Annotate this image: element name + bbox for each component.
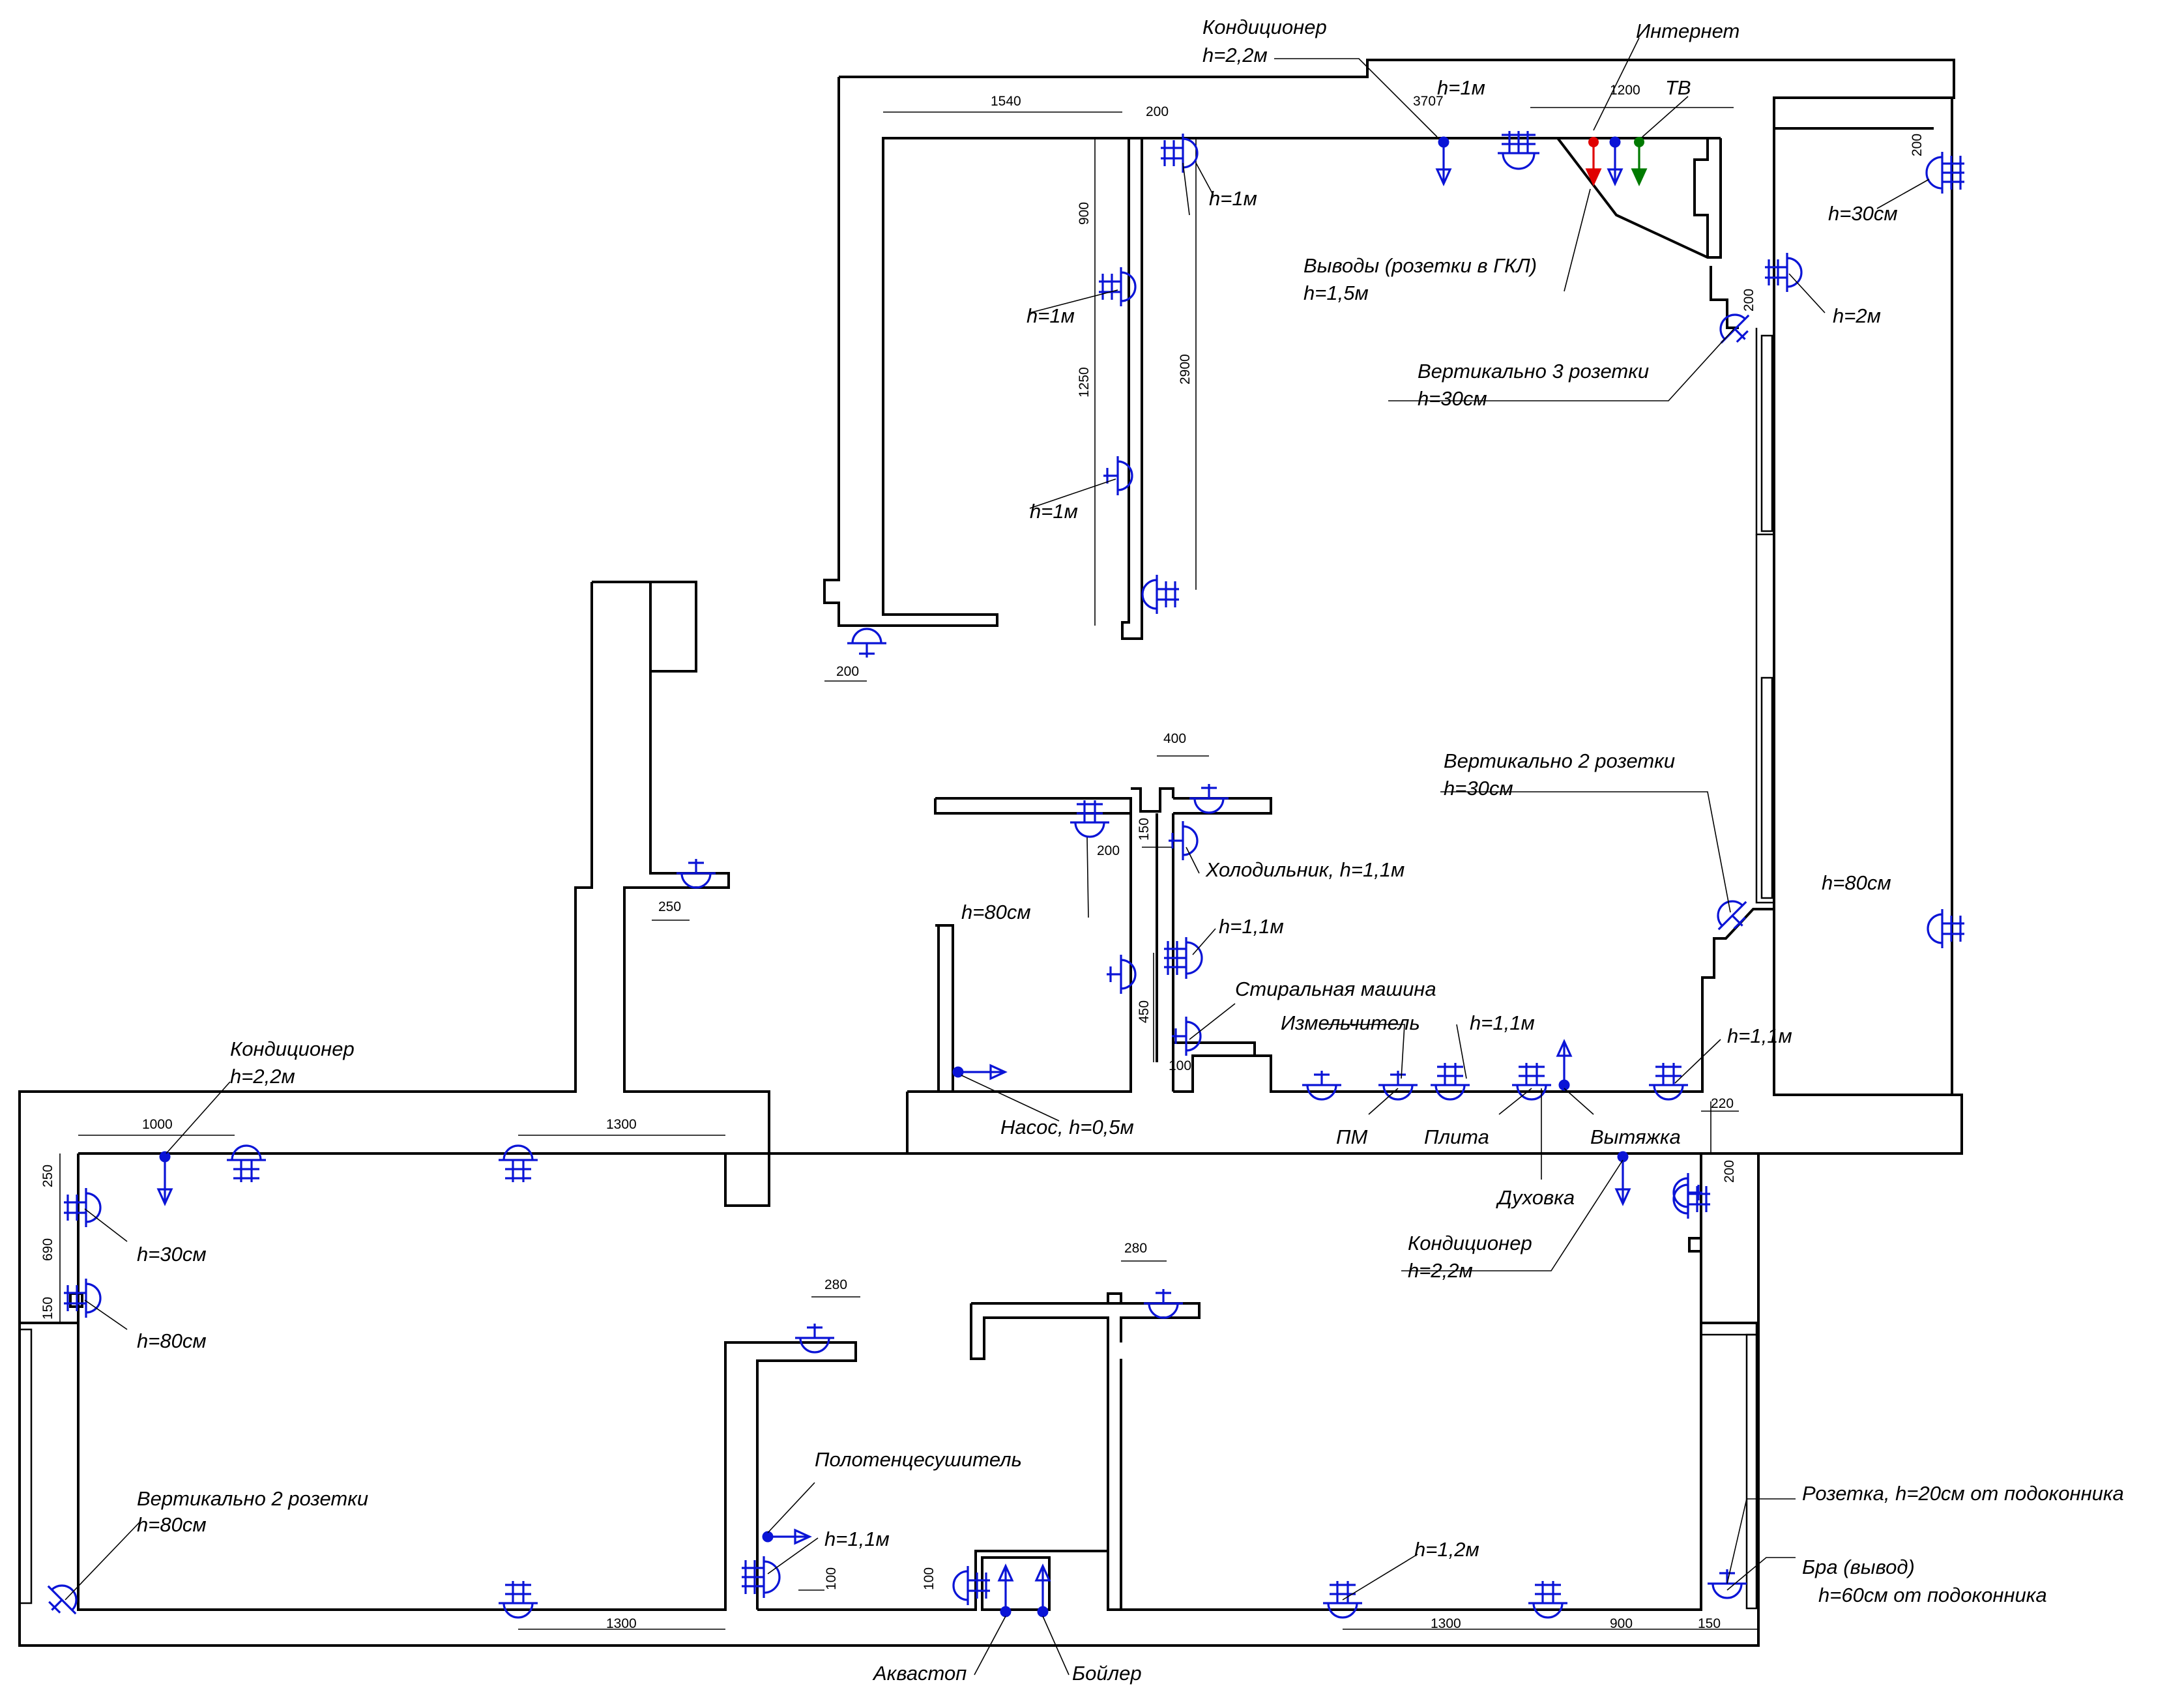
dim-1250: 1250 <box>1077 367 1092 398</box>
ac-left-height: h=2,2м <box>230 1065 295 1088</box>
ac-top-label: Кондиционер <box>1202 16 1327 38</box>
hood-label: Вытяжка <box>1590 1125 1681 1148</box>
vert3-label: Вертикально 3 розетки <box>1418 360 1649 383</box>
washer-label: Стиральная машина <box>1235 978 1436 1000</box>
stove-label: Плита <box>1424 1125 1489 1148</box>
dim-1300-b: 1300 <box>606 1616 637 1631</box>
dim-450: 450 <box>1137 1000 1152 1023</box>
dim-690: 690 <box>40 1238 55 1261</box>
socket-sill-label: Розетка, h=20см от подоконника <box>1802 1482 2124 1505</box>
h30-left: h=30см <box>137 1243 207 1266</box>
dim-900-b: 900 <box>1610 1616 1633 1631</box>
leader-lines <box>65 37 1930 1675</box>
walls <box>18 59 1963 1647</box>
dim-1300-a: 1300 <box>606 1117 637 1132</box>
h80-left: h=80см <box>137 1329 207 1352</box>
h1m-a: h=1м <box>1209 187 1257 210</box>
annotation-labels: Кондиционер h=2,2м Интернет ТВ h=1м h=1м… <box>137 16 2124 1685</box>
fridge-label: Холодильник, h=1,1м <box>1205 858 1405 881</box>
ac-right-height: h=2,2м <box>1408 1259 1473 1282</box>
internet-label: Интернет <box>1636 20 1740 42</box>
dim-1000: 1000 <box>142 1117 173 1132</box>
dim-200-c: 200 <box>1741 289 1756 312</box>
vert2-left-height: h=80см <box>137 1513 207 1536</box>
towel-label: Полотенцесушитель <box>815 1448 1022 1471</box>
h30-right: h=30см <box>1828 202 1898 225</box>
sconce-label: Бра (вывод) <box>1802 1556 1915 1578</box>
dim-220: 220 <box>1711 1096 1734 1111</box>
vert3-height: h=30см <box>1418 387 1487 410</box>
dim-200-d: 200 <box>836 664 859 679</box>
h1m-c: h=1м <box>1030 500 1078 523</box>
oven-label: Духовка <box>1496 1186 1575 1209</box>
dim-150-b: 150 <box>40 1297 55 1320</box>
dimension-lines <box>59 107 1758 1630</box>
h11-towel: h=1,1м <box>824 1528 890 1550</box>
vert2-left-label: Вертикально 2 розетки <box>137 1487 368 1510</box>
outputs-label: Выводы (розетки в ГКЛ) <box>1303 254 1537 277</box>
vert2-mid-label: Вертикально 2 розетки <box>1444 749 1675 772</box>
tv-label: ТВ <box>1665 76 1691 99</box>
ac-right-label: Кондиционер <box>1408 1232 1532 1255</box>
boiler-label: Бойлер <box>1072 1662 1142 1685</box>
dim-200-e: 200 <box>1097 843 1120 858</box>
h1m-top: h=1м <box>1437 76 1485 99</box>
dim-1300-c: 1300 <box>1431 1616 1461 1631</box>
dim-250-a: 250 <box>658 899 681 914</box>
h11-b: h=1,1м <box>1470 1011 1535 1034</box>
outputs-height: h=1,5м <box>1303 282 1369 304</box>
dim-200-b: 200 <box>1910 134 1925 156</box>
sconce-height: h=60см от подоконника <box>1818 1584 2047 1606</box>
dim-100-a: 100 <box>1169 1058 1191 1073</box>
dim-100-c: 100 <box>922 1567 937 1590</box>
dim-400: 400 <box>1163 731 1186 746</box>
dim-100-b: 100 <box>824 1567 839 1590</box>
socket-symbols <box>36 130 1966 1625</box>
dim-3707: 3707 <box>1413 94 1444 109</box>
dim-150-a: 150 <box>1137 818 1152 841</box>
dimension-texts: 1540 200 3707 1200 900 1250 2900 200 200… <box>40 83 1925 1631</box>
dim-200-f: 200 <box>1722 1160 1737 1183</box>
shredder-label: Измельчитель <box>1281 1011 1420 1034</box>
ac-left-label: Кондиционер <box>230 1037 355 1060</box>
dim-200-a: 200 <box>1146 104 1169 119</box>
h12-label: h=1,2м <box>1414 1538 1479 1561</box>
h80-right: h=80см <box>1822 871 1891 894</box>
ac-top-height: h=2,2м <box>1202 44 1268 66</box>
h11-a: h=1,1м <box>1219 915 1284 938</box>
h11-c: h=1,1м <box>1727 1024 1792 1047</box>
h2m-label: h=2м <box>1833 304 1881 327</box>
h1m-b: h=1м <box>1026 304 1075 327</box>
vert2-mid-height: h=30см <box>1444 777 1513 800</box>
dim-900: 900 <box>1077 202 1092 225</box>
dim-1540: 1540 <box>991 94 1021 109</box>
h80-mid: h=80см <box>961 901 1031 923</box>
dim-280-b: 280 <box>1124 1241 1147 1256</box>
dim-280-a: 280 <box>824 1277 847 1292</box>
dim-250-b: 250 <box>40 1165 55 1187</box>
pm-label: ПМ <box>1336 1125 1367 1148</box>
aquastop-label: Аквастоп <box>872 1662 967 1685</box>
dim-1200: 1200 <box>1610 83 1640 98</box>
dim-2900: 2900 <box>1178 354 1193 384</box>
pump-label: Насос, h=0,5м <box>1000 1116 1134 1139</box>
dim-150-c: 150 <box>1698 1616 1721 1631</box>
